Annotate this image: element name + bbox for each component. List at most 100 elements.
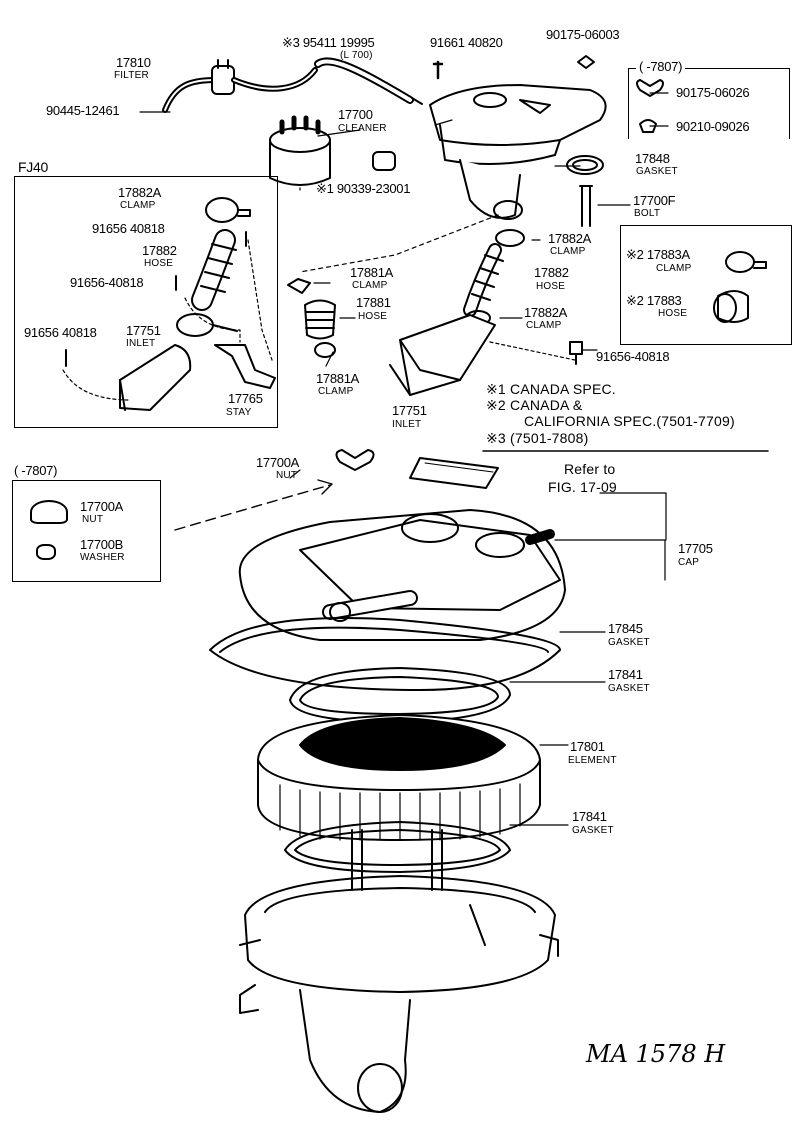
part-17765: 17765 [228,391,263,406]
hose-17882-fj40 [191,229,237,311]
part-91656-40818-d: 91656-40818 [596,349,670,364]
hose-95411 [314,57,414,104]
part-17848-name: GASKET [636,166,678,177]
part-17882-fj40-name: HOSE [144,258,174,269]
part-95411-19995: ※3 95411 19995 [282,35,375,50]
part-17883-name: HOSE [658,308,688,319]
part-17883a-name: CLAMP [656,263,692,274]
stay-17765 [214,344,276,389]
part-17882a-right2-name: CLAMP [526,320,562,331]
gasket-17841-top [289,667,511,723]
part-17751-center-name: INLET [392,419,422,430]
hose-17882-center [463,229,525,326]
clamp-17883a [725,251,767,273]
note-3: ※3 (7501-7808) [486,430,589,446]
part-95411-length: (L 700) [340,50,373,61]
bolt-17700f [579,185,593,227]
stud-91661 [432,60,444,80]
part-91656-40818-a: 91656 40818 [92,221,165,236]
diagram-code: MA 1578 H [586,1040,726,1068]
part-17700: 17700 [338,107,373,122]
part-17705-name: CAP [678,557,700,568]
part-17700f-name: BOLT [634,208,661,219]
inlet-17751-center [389,314,496,396]
part-17845: 17845 [608,621,643,636]
part-17700a-box: 17700A [80,499,124,514]
washer-90210 [639,119,657,133]
filter-pad [409,457,499,489]
refer-fig: FIG. 17-09 [548,479,617,495]
fj40-inset-box [14,176,278,428]
fj40-title: FJ40 [18,159,48,175]
note-1: ※1 CANADA SPEC. [486,381,616,397]
part-17751-center: 17751 [392,403,427,418]
nut-90175 [577,55,595,69]
part-91661-40820: 91661 40820 [430,35,503,50]
refer-to: Refer to [564,461,616,477]
part-17801: 17801 [570,739,605,754]
part-90210-09026: 90210-09026 [676,119,750,134]
box-7807-mid: ( -7807) [14,463,58,478]
part-17700b-name: WASHER [80,552,125,563]
part-17881: 17881 [356,295,391,310]
part-17882-right: 17882 [534,265,569,280]
distributor-cap [269,115,331,186]
part-17845-name: GASKET [608,637,650,648]
part-17882a-fj40-name: CLAMP [120,200,156,211]
hose-17881-small [372,151,396,171]
part-17841-top: 17841 [608,667,643,682]
hose-17881 [304,299,336,340]
part-17883: ※2 17883 [626,293,682,308]
clamp-17882a-fj40 [205,197,251,223]
part-17883a: ※2 17883A [626,247,690,262]
part-17848: 17848 [635,151,670,166]
part-17700a-center: 17700A [256,455,300,470]
note-2: ※2 CANADA & [486,397,583,413]
wing-nut-90175 [636,79,664,97]
part-17801-name: ELEMENT [568,755,617,766]
part-17700f: 17700F [633,193,676,208]
part-17882a-fj40: 17882A [118,185,162,200]
part-17751-fj40-name: INLET [126,338,156,349]
air-cleaner-small-view [411,84,607,220]
part-17881a-top: 17881A [350,265,394,280]
part-17882-fj40: 17882 [142,243,177,258]
part-91656-40818-b: 91656-40818 [70,275,144,290]
part-90175-06003: 90175-06003 [546,27,620,42]
part-17705: 17705 [678,541,713,556]
element-17801 [257,714,541,841]
arrow-to-nut [174,484,331,531]
part-17700a-center-name: NUT [276,470,298,481]
leader-lines [62,92,669,826]
part-17765-name: STAY [226,407,252,418]
inlet-17751-fj40 [119,344,192,411]
clamp-17881a-bottom [314,342,336,358]
part-17882a-right2: 17882A [524,305,568,320]
part-17841-bottom-name: GASKET [572,825,614,836]
part-17810: 17810 [116,55,151,70]
part-90339-23001: ※1 90339-23001 [316,181,411,196]
top-right-box-7807 [628,68,790,139]
part-17881a-bottom: 17881A [316,371,360,386]
hose-17883 [713,290,749,323]
part-17841-bottom: 17841 [572,809,607,824]
box-7807-top: ( -7807) [636,60,686,73]
fuel-filter-17810 [162,59,318,113]
cap-17705 [238,509,566,641]
part-17881-name: HOSE [358,311,388,322]
bolt-91656-center [569,341,583,365]
wing-nut-17700a [335,449,375,471]
note-2-continued: CALIFORNIA SPEC.(7501-7709) [524,413,735,429]
part-17881a-top-name: CLAMP [352,280,388,291]
air-cleaner-body [239,829,559,1113]
part-90445-12461: 90445-12461 [46,103,120,118]
part-91656-40818-c: 91656 40818 [24,325,97,340]
washer-box-icon [36,544,56,560]
part-17700-name: CLEANER [338,123,387,134]
part-17700b: 17700B [80,537,124,552]
part-17700a-box-name: NUT [82,514,104,525]
part-90175-06026: 90175-06026 [676,85,750,100]
spec-box-17883 [620,225,792,345]
gasket-17848 [566,155,604,175]
